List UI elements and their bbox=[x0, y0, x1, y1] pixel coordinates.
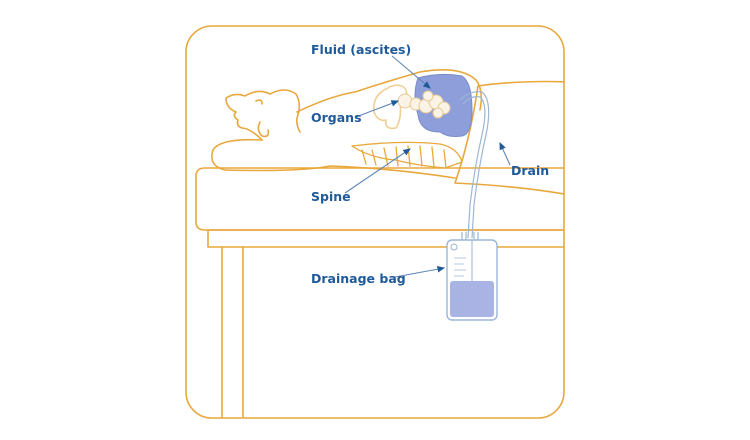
label-drainage-bag: Drainage bag bbox=[311, 271, 406, 286]
label-spine: Spine bbox=[311, 189, 351, 204]
label-organs: Organs bbox=[311, 110, 362, 125]
label-fluid: Fluid (ascites) bbox=[311, 42, 412, 57]
frame-border bbox=[185, 25, 565, 419]
table-board bbox=[207, 229, 564, 248]
torso bbox=[296, 69, 483, 113]
drainage-bag bbox=[446, 232, 498, 321]
fluid-pointer-arrow bbox=[391, 55, 431, 89]
organs-pointer-arrow bbox=[355, 100, 400, 118]
pillow bbox=[211, 138, 456, 179]
mattress bbox=[195, 167, 564, 231]
bag-fluid bbox=[450, 281, 494, 317]
head bbox=[225, 89, 301, 141]
table-leg bbox=[221, 246, 244, 418]
label-drain: Drain bbox=[511, 163, 550, 178]
bag-graduations bbox=[454, 257, 466, 313]
spine-pointer-arrow bbox=[344, 148, 411, 194]
drainage-bag-pointer-arrow bbox=[394, 265, 446, 278]
drain-pointer-arrow bbox=[499, 141, 511, 166]
drain-tube bbox=[459, 91, 490, 239]
intestines bbox=[397, 90, 451, 119]
liver bbox=[372, 84, 408, 130]
spine-vertebrae bbox=[351, 141, 463, 169]
face-detail bbox=[255, 99, 270, 138]
